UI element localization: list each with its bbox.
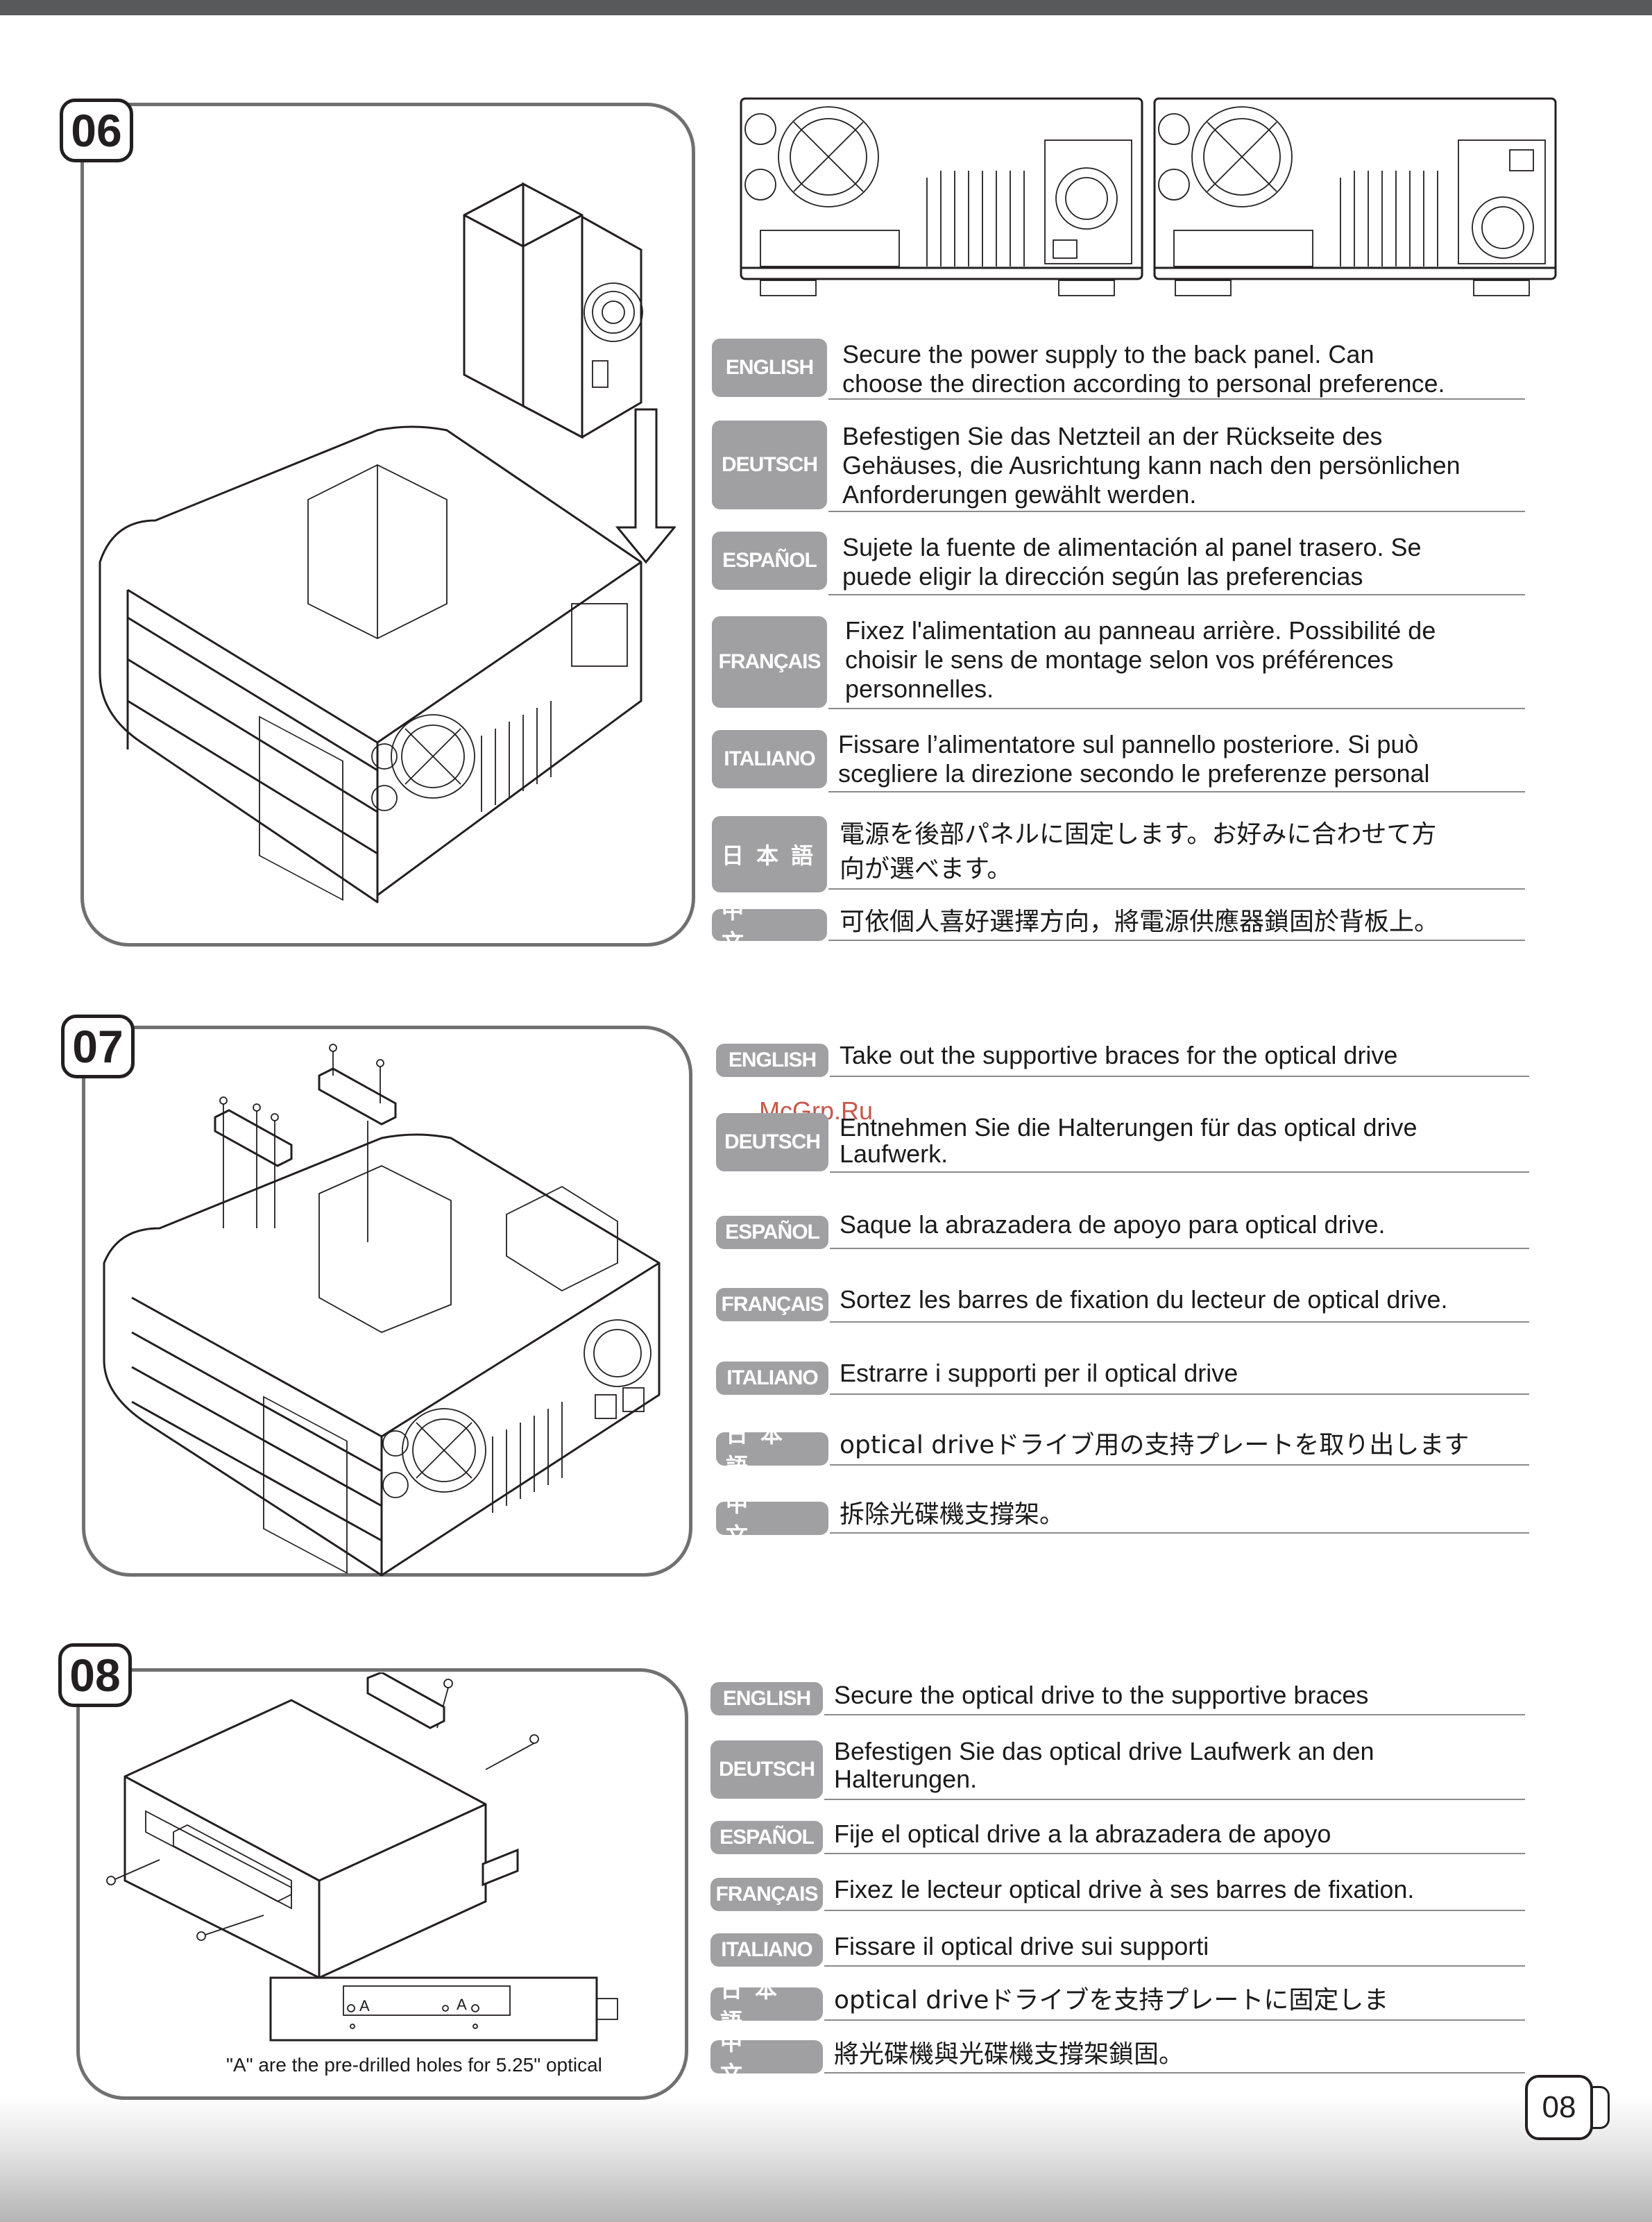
hole-label-a-1: A [359,1997,370,2015]
divider [824,2072,1525,2073]
step-07-case-illustration [103,1044,661,1577]
divider [824,1965,1525,1967]
step-06-case-illustration [99,182,676,904]
instruction-english: Take out the supportive braces for the o… [840,1041,1398,1069]
instruction-deutsch: Entnehmen Sie die Halterungen für das op… [840,1113,1417,1168]
instruction-espanol: Fije el optical drive a la abrazadera de… [834,1820,1331,1848]
divider [830,1171,1529,1173]
lang-tag-japanese: 日本語 [716,1422,828,1479]
instruction-italiano: Fissare l’alimentatore sul pannello post… [838,730,1430,788]
top-bar [0,0,1652,15]
support-braces [214,1051,397,1242]
down-arrow [615,408,676,564]
hole-detail [269,1976,618,2042]
power-supply-unit [463,182,643,439]
step-06-badge: 06 [60,99,133,162]
lang-tag-chinese: 中文 [716,1491,828,1548]
divider [830,1464,1529,1466]
lang-tag-italiano: ITALIANO [716,1362,828,1395]
instruction-deutsch: Befestigen Sie das Netzteil an der Rücks… [842,422,1461,509]
step-08-drive-illustration [106,1672,618,2042]
instruction-chinese: 將光碟機與光碟機支撐架鎖固。 [834,2040,1184,2069]
lang-tag-deutsch: DEUTSCH [716,1113,828,1171]
lang-tag-italiano: ITALIANO [712,730,827,788]
rear-view-left [740,97,1143,296]
instruction-francais: Sortez les barres de fixation du lecteur… [840,1285,1448,1314]
lang-tag-espanol: ESPAÑOL [712,532,827,590]
lang-tag-espanol: ESPAÑOL [710,1821,823,1854]
divider [830,1076,1529,1077]
divider [828,940,1525,941]
step-08-badge: 08 [58,1643,132,1707]
footer-gradient [0,2096,1652,2222]
instruction-chinese: 拆除光碟機支撐架。 [840,1500,1065,1529]
lang-tag-chinese: 中文 [712,898,827,955]
lang-tag-espanol: ESPAÑOL [716,1216,828,1249]
rear-view-right [1153,97,1557,296]
divider [828,594,1525,595]
pc-case [103,1133,661,1577]
support-brace [173,1672,445,1903]
instruction-chinese: 可依個人喜好選擇方向，將電源供應器鎖固於背板上。 [840,908,1440,936]
instruction-espanol: Sujete la fuente de alimentación al pane… [842,533,1422,591]
lang-tag-japanese: 日本語 [710,1977,823,2034]
instruction-japanese: 電源を後部パネルに固定します。お好みに合わせて方 向が選べます。 [840,820,1437,883]
pc-case [99,425,642,904]
instruction-english: Secure the optical drive to the supporti… [834,1681,1369,1709]
divider [830,1393,1529,1395]
divider [824,1799,1525,1800]
divider [828,791,1525,792]
predrilled-holes-caption: "A" are the pre-drilled holes for 5.25" … [226,2054,602,2076]
divider [830,1321,1529,1323]
divider [828,511,1525,512]
step-07-badge: 07 [61,1015,135,1078]
divider [828,398,1525,400]
instruction-japanese: optical driveドライブ用の支持プレートを取り出します [840,1431,1470,1459]
instruction-francais: Fixez le lecteur optical drive à ses bar… [834,1875,1415,1903]
lang-tag-italiano: ITALIANO [710,1933,823,1967]
instruction-espanol: Saque la abrazadera de apoyo para optica… [840,1210,1386,1239]
divider [830,1532,1529,1534]
instruction-francais: Fixez l'alimentation au panneau arrière.… [845,616,1436,703]
divider [824,1714,1525,1715]
lang-tag-francais: FRANÇAIS [716,1288,828,1321]
divider [828,708,1525,709]
lang-tag-francais: FRANÇAIS [710,1878,823,1911]
step-06-rear-views [740,97,1557,296]
lang-tag-english: ENGLISH [712,339,827,397]
page-number: 08 [1525,2075,1593,2140]
divider [830,1248,1529,1249]
lang-tag-deutsch: DEUTSCH [712,421,827,509]
instruction-japanese: optical driveドライブを支持プレートに固定しま [834,1986,1389,2015]
lang-tag-english: ENGLISH [710,1682,823,1715]
instruction-italiano: Estrarre i supporti per il optical drive [840,1359,1238,1387]
instruction-deutsch: Befestigen Sie das optical drive Laufwer… [834,1737,1374,1793]
hole-label-a-2: A [457,1996,467,2013]
lang-tag-francais: FRANÇAIS [712,616,827,708]
lang-tag-japanese: 日本語 [712,816,827,892]
optical-drive [124,1699,519,1979]
lang-tag-deutsch: DEUTSCH [710,1740,823,1799]
divider [824,1910,1525,1911]
divider [828,888,1525,890]
instruction-italiano: Fissare il optical drive sui supporti [834,1932,1209,1960]
divider [824,1853,1525,1854]
lang-tag-chinese: 中文 [710,2030,823,2087]
instruction-english: Secure the power supply to the back pane… [842,340,1445,398]
lang-tag-english: ENGLISH [716,1044,828,1077]
divider [824,2019,1525,2021]
